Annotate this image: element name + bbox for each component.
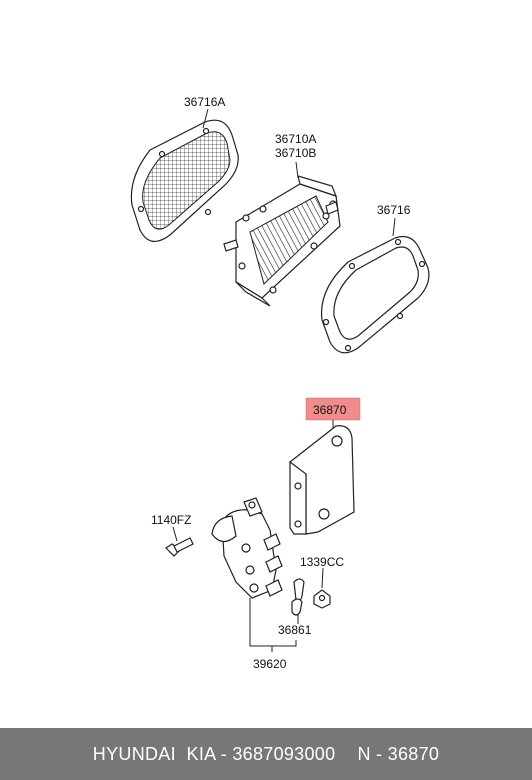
leader-line [172, 526, 178, 542]
bolt [165, 537, 194, 557]
bracket [289, 425, 355, 535]
leader-line [392, 217, 396, 237]
footer-ref-number: N - 36870 [357, 743, 440, 764]
footer-bar: HYUNDAI KIA - 3687093000 N - 36870 [0, 728, 532, 780]
label-1339cc: 1339CC [300, 555, 344, 569]
label-36870: 36870 [313, 403, 347, 417]
label-36710a: 36710A [275, 132, 316, 146]
label-1140fz: 1140FZ [151, 513, 191, 527]
leader-line [202, 108, 209, 129]
label-36716: 36716 [377, 203, 411, 217]
label-36861: 36861 [278, 623, 312, 637]
leader-line [321, 567, 324, 589]
gasket-mesh-36716a [130, 119, 239, 242]
parts-diagram: 36716A 36710A 36710B 36716 36870 [130, 95, 430, 671]
label-36710b: 36710B [275, 146, 316, 160]
label-36716a: 36716A [184, 95, 225, 109]
relay-assembly [211, 497, 283, 599]
leader-line [249, 598, 297, 647]
leader-line [295, 161, 299, 179]
footer-part-number: HYUNDAI KIA - 3687093000 [92, 743, 336, 764]
clip [291, 578, 305, 616]
oil-cooler [223, 175, 341, 307]
nut [313, 589, 331, 609]
gasket-36716 [320, 235, 430, 354]
label-39620: 39620 [253, 657, 287, 671]
